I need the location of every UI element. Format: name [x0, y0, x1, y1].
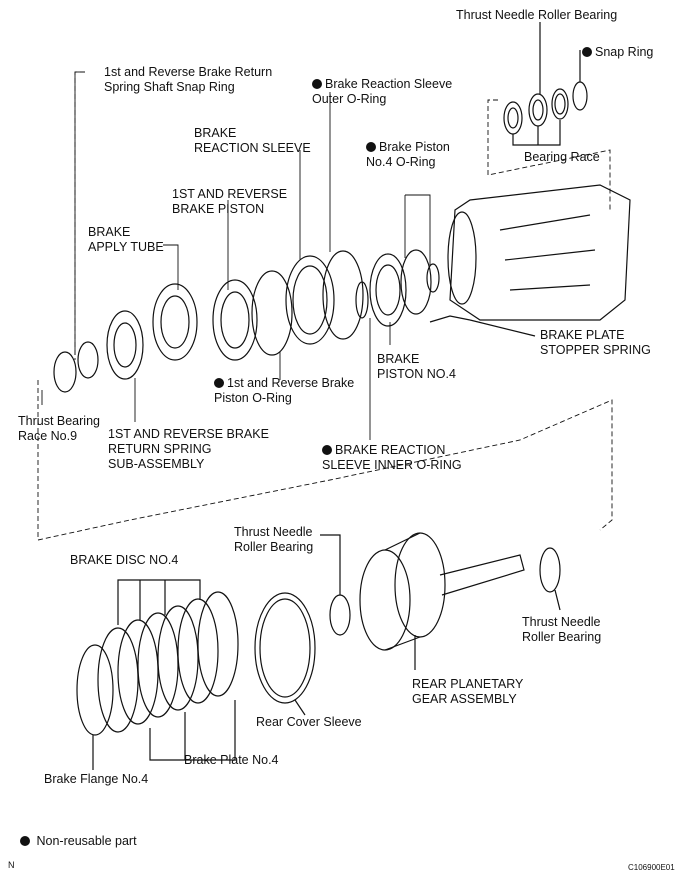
brake-disc-pack: [76, 579, 239, 770]
non-reusable-icon: [20, 836, 30, 846]
label-brake-apply-tube: BRAKE APPLY TUBE: [88, 225, 164, 254]
leader-lines: [41, 71, 431, 440]
label-brake-plate-stopper: BRAKE PLATE STOPPER SPRING: [540, 328, 651, 357]
label-brake-flange4: Brake Flange No.4: [44, 772, 149, 786]
rear-cover-sleeve: [254, 592, 316, 704]
label-snap-ring: Snap Ring: [582, 45, 653, 60]
non-reusable-icon: [312, 79, 322, 89]
label-thrust-needle-right: Thrust Needle Roller Bearing: [522, 615, 602, 644]
non-reusable-icon: [322, 445, 332, 455]
orientation-mark: N: [8, 860, 15, 870]
label-rear-planetary: REAR PLANETARY GEAR ASSEMBLY: [412, 677, 524, 706]
label-piston4-oring: Brake Piston No.4 O-Ring: [366, 140, 450, 169]
label-first-rev-piston: 1ST AND REVERSE BRAKE PISTON: [172, 187, 288, 216]
transmission-case: [447, 184, 631, 321]
label-piston-oring: 1st and Reverse Brake Piston O-Ring: [214, 376, 355, 405]
label-return-spring: 1ST AND REVERSE BRAKE RETURN SPRING SUB-…: [108, 427, 269, 471]
label-brake-piston4: BRAKE PISTON NO.4: [377, 352, 456, 381]
label-brake-plate4: Brake Plate No.4: [184, 753, 279, 767]
label-first-rev-snap: 1st and Reverse Brake Return Spring Shaf…: [104, 65, 273, 94]
bearing-rings-top: [503, 22, 588, 146]
rear-planetary: [359, 532, 525, 670]
non-reusable-icon: [582, 47, 592, 57]
label-brake-reaction-sleeve: BRAKE REACTION SLEEVE: [194, 126, 311, 155]
label-bearing-race: Bearing Race: [524, 150, 600, 164]
non-reusable-icon: [214, 378, 224, 388]
label-rear-cover-sleeve: Rear Cover Sleeve: [256, 715, 362, 729]
label-brake-disc4: BRAKE DISC NO.4: [70, 553, 179, 567]
label-thrust-needle-top: Thrust Needle Roller Bearing: [456, 8, 618, 22]
middle-parts: [53, 249, 440, 393]
label-reaction-outer: Brake Reaction Sleeve Outer O-Ring: [312, 77, 453, 106]
label-reaction-inner: BRAKE REACTION SLEEVE INNER O-RING: [322, 443, 462, 472]
legend: Non-reusable part: [20, 834, 137, 849]
non-reusable-icon: [366, 142, 376, 152]
label-thrust-race9: Thrust Bearing Race No.9: [18, 414, 100, 443]
label-thrust-needle-mid: Thrust Needle Roller Bearing: [234, 525, 314, 554]
stopper-spring: [429, 315, 471, 323]
figure-code: C106900E01: [628, 863, 675, 872]
thrust-bearing-mid: [329, 594, 351, 636]
thrust-bearing-right: [539, 547, 561, 593]
